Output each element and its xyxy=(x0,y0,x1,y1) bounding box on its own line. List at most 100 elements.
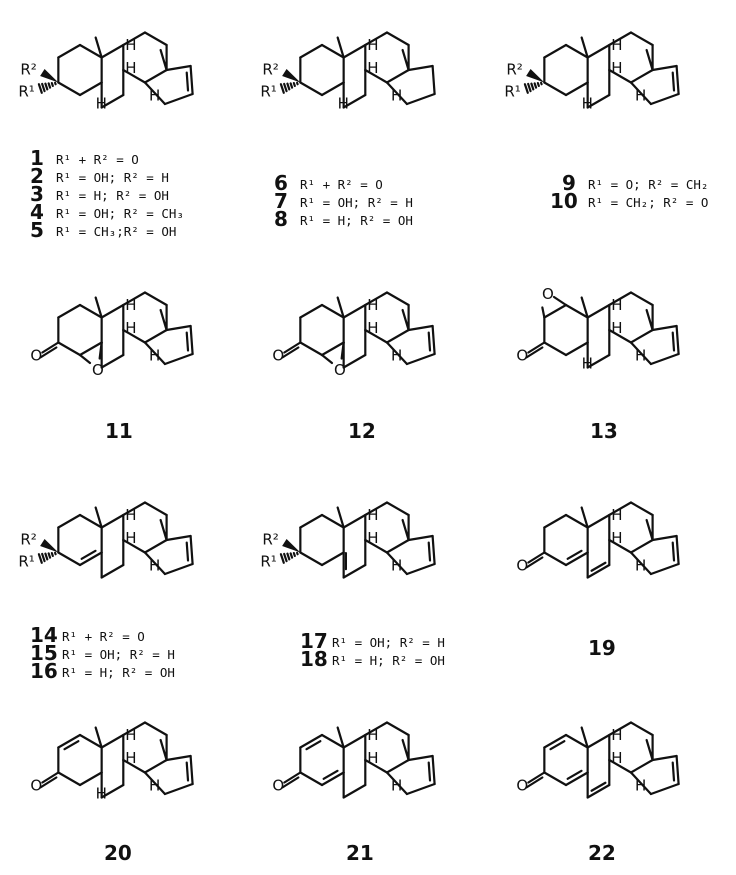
structure-17-h9: H xyxy=(367,506,378,524)
structure-20-bond xyxy=(78,733,103,749)
structure-14-hash xyxy=(44,552,49,561)
structure-20-bond xyxy=(163,782,194,796)
structure-13-bond xyxy=(629,291,654,307)
legend-1: R¹ + R² = O xyxy=(56,152,139,167)
structure-22-double-bond xyxy=(549,740,566,751)
structures-layer: HHHHR²R¹HHHHR²R¹HHHHR²R¹HHHOOHHHOOHHHHOO… xyxy=(18,31,680,803)
structure-12-methyl-bond xyxy=(401,308,410,332)
structure-19-bond xyxy=(608,538,633,554)
structure-6-bond xyxy=(431,64,436,96)
structure-20-bond xyxy=(165,754,192,762)
structure-1-bond xyxy=(163,92,194,106)
structure-9-h8: H xyxy=(611,59,622,77)
structure-6-bond xyxy=(385,81,409,106)
structure-6-hash xyxy=(283,82,288,93)
structure-13-bond xyxy=(629,328,654,344)
structure-20-keto xyxy=(41,771,60,784)
structure-1-bond xyxy=(143,31,168,47)
structure-21-bond xyxy=(385,771,409,796)
structure-14-hash xyxy=(47,552,52,559)
legend-4: R¹ = OH; R² = CH₃ xyxy=(56,206,184,221)
structure-21-double-bond xyxy=(305,740,322,751)
structure-20-bond xyxy=(189,754,194,786)
structure-12-bond xyxy=(299,303,324,319)
structure-19-bond xyxy=(564,551,589,567)
structure-19-double-bond xyxy=(590,561,607,572)
legend-9: R¹ = O; R² = CH₂ xyxy=(588,177,708,192)
structure-6-methyl-bond xyxy=(401,48,410,72)
compound-number-5: 5 xyxy=(30,218,44,242)
legend-16: R¹ = H; R² = OH xyxy=(62,665,175,680)
structure-11-bond xyxy=(100,353,125,369)
structure-12-bond xyxy=(342,353,367,369)
legend-8: R¹ = H; R² = OH xyxy=(300,213,413,228)
structure-20-oxygen: O xyxy=(30,777,42,795)
structure-14-hash xyxy=(37,553,43,564)
structure-22-bond xyxy=(608,721,633,737)
structure-17-bond xyxy=(342,563,367,579)
structure-12-h8: H xyxy=(367,319,378,337)
legend-3: R¹ = H; R² = OH xyxy=(56,188,169,203)
compound-number-8: 8 xyxy=(274,207,288,231)
structure-1-bond xyxy=(143,81,167,106)
compound-number-12: 12 xyxy=(348,419,376,443)
structure-21-bond xyxy=(405,782,436,796)
structure-9-bond xyxy=(629,31,654,47)
structure-21-keto xyxy=(283,771,302,784)
structure-11-keto xyxy=(41,341,60,354)
structure-17-bond xyxy=(299,551,324,567)
structure-17-r1: R¹ xyxy=(260,553,276,571)
compound-number-14: 14 xyxy=(30,623,58,647)
structure-21-oxygen: O xyxy=(272,777,284,795)
structure-13-bond xyxy=(651,324,678,332)
compound-number-4: 4 xyxy=(30,200,44,224)
structure-11-double-bond xyxy=(185,331,190,352)
structure-13-bond xyxy=(564,341,589,357)
structure-21-bond xyxy=(364,721,389,737)
structure-13-h9: H xyxy=(611,296,622,314)
structure-12-bond xyxy=(385,341,409,366)
compound-number-1: 1 xyxy=(30,146,44,170)
structure-17-bond xyxy=(299,513,324,529)
structure-12-epoxide-bond xyxy=(320,353,334,365)
legend-10: R¹ = CH₂; R² = O xyxy=(588,195,708,210)
compound-number-9: 9 xyxy=(562,171,576,195)
structure-14-bond xyxy=(57,551,82,567)
structure-22-h14: H xyxy=(635,777,646,795)
structure-9-bond xyxy=(543,81,568,97)
structure-12-methyl-bond xyxy=(336,296,345,319)
structure-19-bond xyxy=(543,513,568,529)
structure-6-h14: H xyxy=(391,87,402,105)
structure-17-bond xyxy=(320,513,345,529)
structure-11-bond xyxy=(100,303,125,319)
structure-1-bond xyxy=(165,64,192,72)
structure-21-double-bond xyxy=(322,769,339,780)
structure-12-bond xyxy=(342,303,367,319)
structure-14-bond xyxy=(143,501,168,517)
structure-1-methyl-bond xyxy=(159,48,168,72)
structure-14-r2: R² xyxy=(20,531,36,549)
structure-9-r1: R¹ xyxy=(504,83,520,101)
structure-12-keto xyxy=(281,346,300,359)
structure-12-bond xyxy=(299,341,324,357)
structure-20-double-bond xyxy=(63,740,80,751)
structure-22-keto xyxy=(525,776,544,789)
structure-20-methyl-bond xyxy=(159,738,168,762)
structure-9-h14: H xyxy=(635,87,646,105)
structure-11-epoxide-bond xyxy=(98,341,103,360)
structure-20-bond xyxy=(57,733,82,749)
structure-14-bond xyxy=(57,513,82,529)
structure-17-bond xyxy=(405,562,436,576)
structure-19-keto xyxy=(525,556,544,569)
structure-21-bond xyxy=(385,758,410,774)
structure-14-double-bond xyxy=(80,549,97,560)
structure-22-bond xyxy=(629,721,654,737)
structure-19-h8: H xyxy=(611,529,622,547)
structure-13-epoxide-oxygen: O xyxy=(542,285,554,303)
structure-1-bond xyxy=(122,31,147,47)
structure-11-bond xyxy=(57,303,82,319)
structure-9-bond xyxy=(651,64,678,72)
structure-19-h9: H xyxy=(611,506,622,524)
structure-20-h9: H xyxy=(125,726,136,744)
structure-6-h9: H xyxy=(367,36,378,54)
